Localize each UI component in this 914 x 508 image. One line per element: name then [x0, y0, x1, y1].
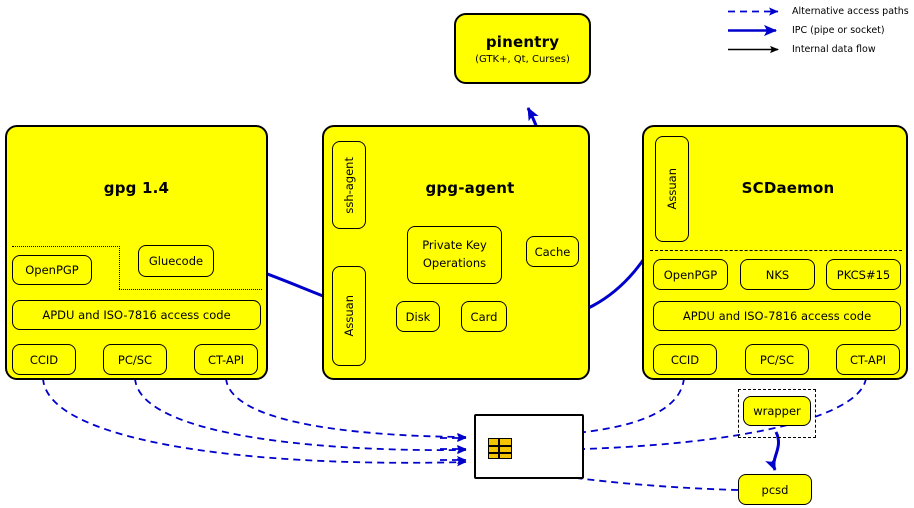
pcsd-label: pcsd [761, 482, 789, 497]
scdaemon-driver-ccid[interactable]: CCID [653, 344, 717, 375]
gpg-openpgp-label: OpenPGP [25, 263, 79, 277]
gpg-driver-ccid-label: CCID [29, 352, 59, 367]
scdaemon-apdu-label: APDU and ISO-7816 access code [682, 309, 872, 323]
wrapper-dashed-region [738, 389, 816, 438]
private-key-line-2: Operations [422, 256, 487, 270]
gpg-agent-cache-label: Cache [534, 244, 571, 259]
gpg-dotted-bottom [119, 289, 262, 290]
scdaemon-app-pkcs15-label: PKCS#15 [836, 267, 891, 282]
gpg-gluecode-box[interactable]: Gluecode [138, 245, 214, 277]
scdaemon-driver-pcsc-label: PC/SC [759, 352, 795, 367]
scdaemon-app-pkcs15[interactable]: PKCS#15 [826, 259, 901, 290]
gpg-agent-assuan-label: Assuan [342, 295, 356, 337]
gpg-title: gpg 1.4 [103, 179, 170, 197]
gpg-apdu-label: APDU and ISO-7816 access code [42, 308, 231, 322]
gpg-agent-cache-box[interactable]: Cache [526, 236, 579, 267]
pinentry-subtitle: (GTK+, Qt, Curses) [475, 53, 570, 65]
alt-path-gpg-pcsc [134, 377, 467, 455]
ipc-arrow-icon [726, 21, 788, 40]
scdaemon-app-nks[interactable]: NKS [740, 259, 815, 290]
scdaemon-apdu-box[interactable]: APDU and ISO-7816 access code [653, 301, 901, 331]
legend-label-alt-access: Alternative access paths [792, 6, 909, 17]
alt-path-gpg-ccid [42, 377, 467, 467]
alt-path-gpg-ctapi [225, 377, 467, 442]
gpg-dotted-vertical [119, 246, 120, 289]
gpg-agent-card-box[interactable]: Card [461, 301, 507, 332]
wrapper-box[interactable]: wrapper [743, 396, 811, 426]
dashed-arrow-icon [726, 2, 788, 21]
gpg-driver-ccid[interactable]: CCID [12, 344, 76, 375]
smartcard[interactable] [474, 414, 584, 479]
gpg-box[interactable]: gpg 1.4 [5, 125, 268, 380]
gpg-agent-private-key-operations-box[interactable]: Private Key Operations [407, 226, 502, 284]
legend-item-alt-access: Alternative access paths [726, 2, 912, 21]
gpg-agent-disk-label: Disk [405, 309, 431, 324]
gpg-driver-pcsc[interactable]: PC/SC [103, 344, 167, 375]
gpg-agent-assuan-box[interactable]: Assuan [332, 266, 366, 366]
gpg-driver-ctapi-label: CT-API [207, 352, 245, 367]
legend-item-internal: Internal data flow [726, 40, 912, 59]
alt-path-card-left-stubs [440, 433, 467, 465]
scdaemon-assuan-label: Assuan [665, 168, 679, 210]
scdaemon-divider [650, 250, 902, 251]
gpg-driver-pcsc-label: PC/SC [117, 352, 153, 367]
gpg-driver-ctapi[interactable]: CT-API [194, 344, 258, 375]
gpg-agent-ssh-agent-box[interactable]: ssh-agent [332, 141, 366, 229]
pcsd-box[interactable]: pcsd [738, 474, 812, 505]
scdaemon-assuan-box[interactable]: Assuan [655, 136, 689, 242]
gpg-gluecode-label: Gluecode [148, 254, 204, 268]
legend-label-ipc: IPC (pipe or socket) [792, 25, 885, 36]
smartcard-chip-icon [488, 438, 512, 459]
legend: Alternative access paths IPC (pipe or so… [726, 2, 912, 59]
scdaemon-app-openpgp-label: OpenPGP [663, 267, 718, 282]
scdaemon-app-nks-label: NKS [765, 267, 790, 282]
gpg-dotted-top [12, 246, 120, 247]
internal-arrow-icon [726, 40, 788, 59]
wrapper-label: wrapper [753, 404, 801, 418]
gpg-apdu-box[interactable]: APDU and ISO-7816 access code [12, 300, 261, 330]
pinentry-title: pinentry [485, 32, 560, 51]
gpg-agent-card-label: Card [470, 309, 498, 324]
scdaemon-driver-ctapi-label: CT-API [849, 352, 887, 367]
scdaemon-driver-ctapi[interactable]: CT-API [836, 344, 900, 375]
scdaemon-driver-pcsc[interactable]: PC/SC [745, 344, 809, 375]
scdaemon-title: SCDaemon [741, 179, 835, 197]
private-key-line-1: Private Key [422, 238, 487, 253]
gpg-openpgp-box[interactable]: OpenPGP [12, 255, 92, 285]
scdaemon-app-openpgp[interactable]: OpenPGP [653, 259, 728, 290]
gpg-agent-title: gpg-agent [425, 179, 515, 197]
gpg-agent-disk-box[interactable]: Disk [396, 301, 440, 332]
pinentry-box[interactable]: pinentry (GTK+, Qt, Curses) [454, 13, 591, 84]
legend-label-internal: Internal data flow [792, 44, 876, 55]
gpg-agent-ssh-agent-label: ssh-agent [342, 156, 356, 214]
legend-item-ipc: IPC (pipe or socket) [726, 21, 912, 40]
scdaemon-driver-ccid-label: CCID [670, 352, 700, 367]
